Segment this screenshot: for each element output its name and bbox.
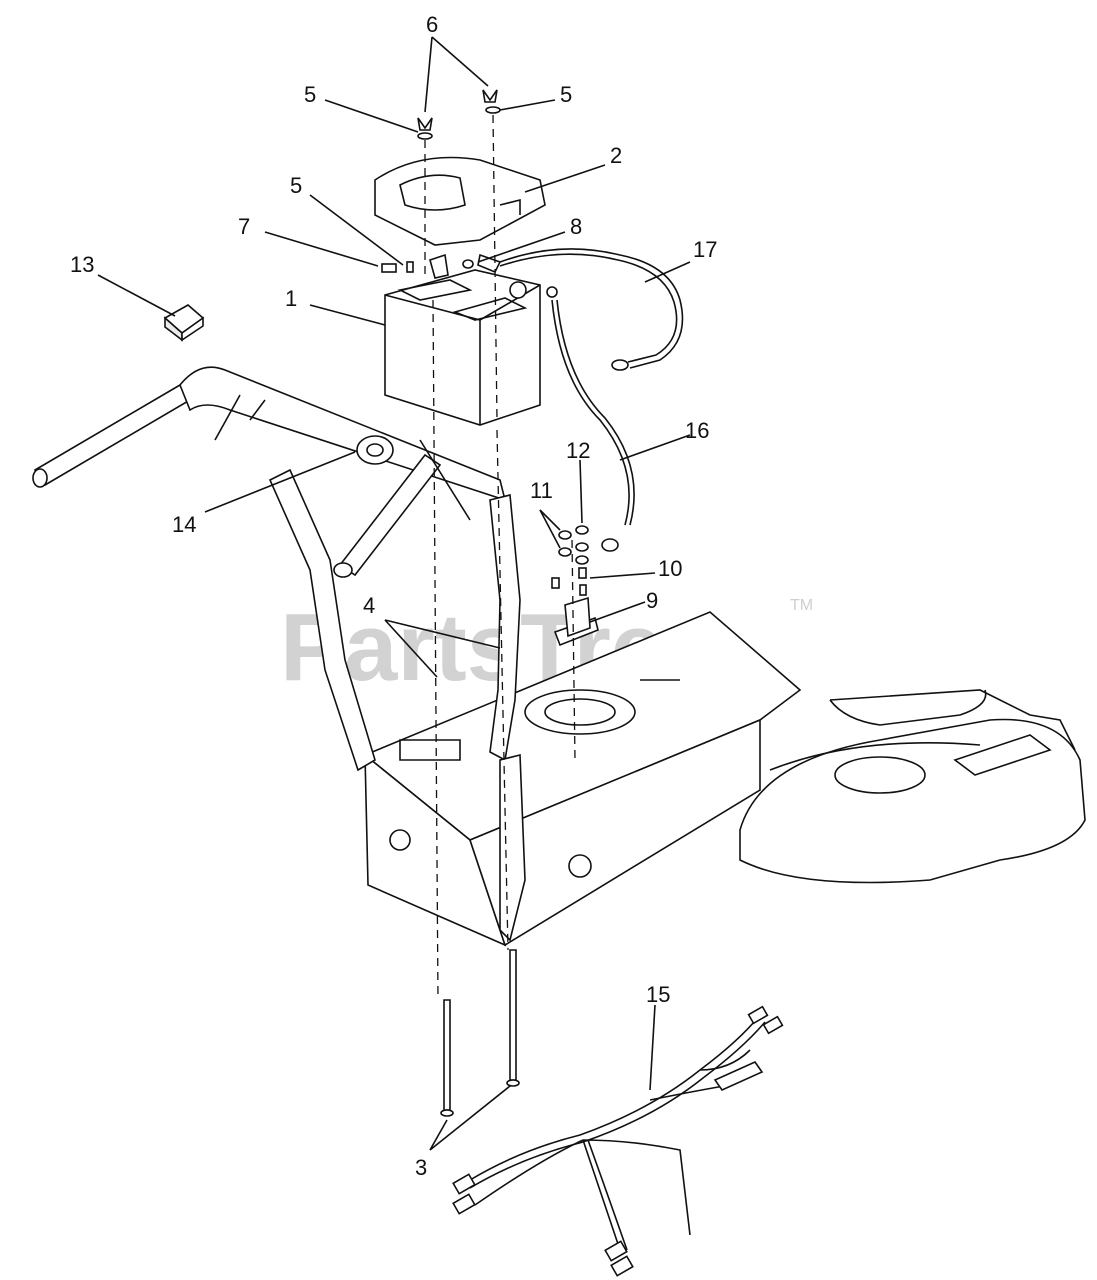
callout-17: 17	[693, 237, 717, 262]
alignment-lines	[424, 114, 576, 1001]
battery-cover	[374, 156, 546, 246]
battery	[384, 269, 541, 426]
main-frame	[363, 611, 802, 947]
mower-deck	[739, 689, 1086, 884]
battery-cable-17	[499, 248, 684, 371]
callout-10: 10	[658, 556, 682, 581]
callout-8: 8	[570, 214, 582, 239]
terminal-hardware	[381, 253, 502, 279]
callout-5-right: 5	[560, 82, 572, 107]
bolts	[440, 949, 520, 1117]
handle-assembly	[32, 366, 526, 942]
leader-lines	[97, 36, 691, 1151]
battery-cable-16	[546, 286, 635, 552]
callout-6: 6	[426, 12, 438, 37]
wire-harness	[452, 1005, 784, 1277]
part-13-block	[163, 304, 205, 342]
wing-nuts	[417, 89, 501, 140]
solenoid	[551, 525, 599, 647]
callout-14: 14	[172, 512, 196, 537]
callout-7: 7	[238, 214, 250, 239]
callout-1: 1	[285, 286, 297, 311]
callout-16: 16	[685, 418, 709, 443]
callouts: 6 5 5 2 5 7 8 17 13 1 16 12 11 14 10 9 4…	[70, 12, 717, 1180]
callout-3: 3	[415, 1155, 427, 1180]
callout-15: 15	[646, 982, 670, 1007]
callout-9: 9	[646, 588, 658, 613]
callout-5-left: 5	[304, 82, 316, 107]
callout-4: 4	[363, 593, 375, 618]
watermark-trademark: TM	[790, 597, 813, 614]
callout-5-lower: 5	[290, 173, 302, 198]
callout-11: 11	[530, 478, 553, 503]
callout-2: 2	[610, 143, 622, 168]
callout-12: 12	[566, 438, 590, 463]
callout-13: 13	[70, 252, 94, 277]
